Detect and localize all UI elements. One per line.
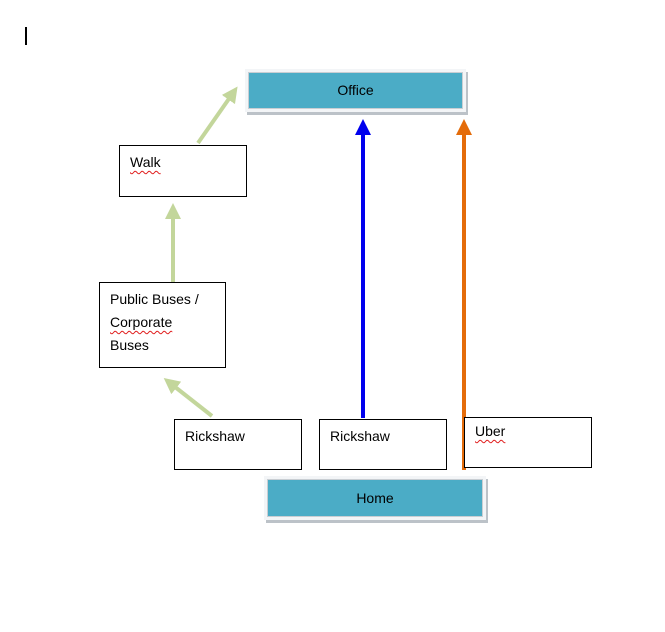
uber-node: Uber [464, 417, 592, 468]
rickshaw-middle-node: Rickshaw [319, 419, 447, 470]
public-buses-line-3: Buses [110, 337, 149, 353]
office-label: Office [337, 82, 374, 98]
arrow-rickshaw-to-buses [163, 378, 214, 418]
rickshaw-left-node: Rickshaw [174, 419, 302, 470]
walk-label: Walk [130, 154, 161, 170]
public-buses-node: Public Buses / Corporate Buses [99, 282, 226, 368]
uber-label: Uber [475, 423, 506, 439]
public-buses-line-1: Public Buses / [110, 291, 199, 307]
rickshaw-left-label: Rickshaw [185, 428, 245, 444]
office-node: Office [248, 72, 463, 109]
walk-node: Walk [119, 145, 247, 197]
rickshaw-middle-label: Rickshaw [330, 428, 390, 444]
home-label: Home [356, 490, 394, 506]
public-buses-line-2: Corporate [110, 314, 173, 330]
arrow-walk-to-office [196, 86, 238, 145]
text-cursor [25, 27, 27, 45]
home-node: Home [267, 479, 483, 517]
